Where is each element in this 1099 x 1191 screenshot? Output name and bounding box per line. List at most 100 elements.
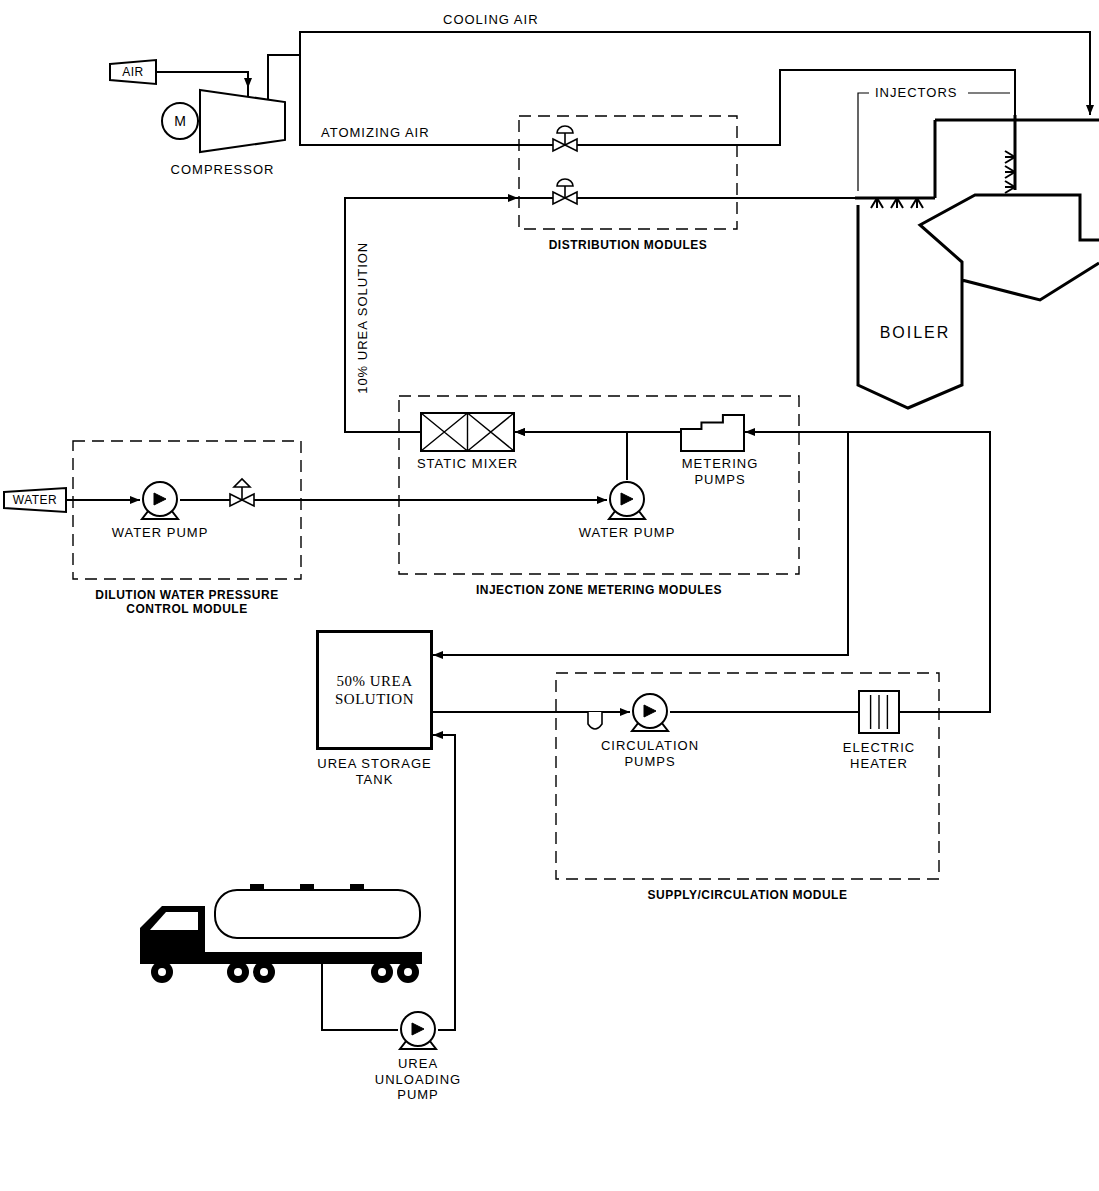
compressor-body	[200, 90, 285, 152]
pump-casing	[633, 694, 667, 728]
flow-label: 10% UREA SOLUTION	[355, 239, 371, 397]
leader-line	[858, 93, 869, 191]
source-label: WATER	[7, 493, 63, 507]
flow-arrow	[644, 705, 656, 717]
valve-stem	[241, 487, 243, 500]
pipe-connector	[433, 735, 455, 1030]
equipment-label: METERING PUMPS	[675, 456, 765, 487]
flow-arrow	[154, 493, 166, 505]
pump-casing	[401, 1012, 435, 1046]
mixer-element	[421, 413, 514, 451]
equipment-label: UREA UNLOADING PUMP	[363, 1056, 473, 1103]
heater-outline	[859, 691, 899, 733]
boiler-wall	[858, 120, 1099, 408]
equipment-label: STATIC MIXER	[415, 456, 520, 472]
unloading-hose	[322, 964, 398, 1030]
strainer	[588, 712, 602, 729]
pipe-connector	[268, 32, 1090, 115]
distribution-piping	[518, 145, 738, 198]
module-label: INJECTION ZONE METERING MODULES	[398, 583, 800, 597]
wheel-hub	[158, 968, 166, 976]
truck-wheel	[397, 961, 419, 983]
truck-wheel	[371, 961, 393, 983]
truck-hatch	[300, 884, 314, 891]
motor-letter: M	[162, 113, 198, 130]
valve-actuator	[234, 479, 250, 487]
tank-truck	[140, 884, 422, 1030]
pump-symbol-outline	[140, 480, 180, 520]
intake-outline	[110, 60, 156, 84]
pipe-connector	[268, 55, 518, 145]
pipe-connector	[515, 432, 627, 480]
truck-window	[150, 912, 198, 930]
storage-tank: 50% UREA SOLUTIONUREA STORAGE TANK	[316, 630, 433, 750]
pump-symbol: WATER PUMP	[607, 480, 647, 520]
boiler-label: BOILER	[865, 323, 965, 342]
truck-hatch	[350, 884, 364, 891]
intake-outline	[4, 488, 66, 512]
strainer-body	[588, 712, 602, 729]
equipment-label: WATER PUMP	[567, 525, 687, 541]
pump-symbol-outline	[630, 692, 670, 732]
storage-tank-outline	[316, 630, 433, 750]
leader-line	[968, 92, 1010, 93]
pipe-connector	[433, 432, 990, 712]
pipe	[518, 144, 738, 146]
control-valve	[553, 126, 577, 151]
truck-wheel	[253, 961, 275, 983]
truck-wheel	[151, 961, 173, 983]
pressure-valve	[230, 479, 254, 506]
wheel-hub	[378, 968, 386, 976]
boiler-outline	[855, 115, 1099, 410]
pipe	[518, 197, 738, 199]
module-label: SUPPLY/CIRCULATION MODULE	[555, 888, 940, 902]
module-box: STATIC MIXERMETERING PUMPSWATER PUMPINJE…	[398, 395, 800, 575]
compressor: MCOMPRESSOR	[160, 88, 285, 154]
module-box: CIRCULATION PUMPSELECTRIC HEATERSUPPLY/C…	[555, 672, 940, 880]
module-box: WATER PUMPDILUTION WATER PRESSURE CONTRO…	[72, 440, 302, 580]
valve-stem	[564, 186, 566, 198]
mixer-outline	[421, 413, 514, 451]
flow-label: COOLING AIR	[440, 12, 542, 28]
electric-heater-outline	[858, 690, 900, 734]
equipment-label: COMPRESSOR	[155, 162, 290, 178]
tank-outline	[318, 632, 432, 749]
control-valve	[553, 179, 577, 204]
pipe-connector	[156, 72, 248, 88]
flow-label: ATOMIZING AIR	[318, 125, 433, 141]
valve-actuator	[557, 126, 573, 133]
equipment-label: ELECTRIC HEATER	[834, 740, 924, 771]
valve-actuator	[557, 179, 573, 186]
electric-heater: ELECTRIC HEATER	[858, 690, 900, 734]
pump-symbol-outline	[398, 1010, 438, 1050]
module-label: DISTRIBUTION MODULES	[518, 238, 738, 252]
injector-header	[855, 115, 1015, 198]
injector-nozzle	[871, 151, 1015, 208]
truck-hatch	[250, 884, 264, 891]
metering-pump: METERING PUMPS	[680, 410, 745, 452]
intake-label: AIR	[113, 65, 153, 79]
flow-arrow	[621, 493, 633, 505]
equipment-label: WATER PUMP	[100, 525, 220, 541]
pipe-connector	[670, 711, 858, 713]
pipe-connector	[738, 70, 1015, 145]
static-mixer: STATIC MIXER	[420, 412, 515, 452]
metering-pump-outline	[680, 410, 745, 452]
module-box-outline	[518, 115, 738, 230]
pump-symbol-outline	[607, 480, 647, 520]
boiler: BOILER	[855, 115, 1099, 410]
module-label: DILUTION WATER PRESSURE CONTROL MODULE	[77, 588, 297, 617]
module-outline	[73, 441, 301, 579]
motor-circle	[162, 103, 198, 139]
metering-outline	[681, 415, 744, 451]
water-source: WATER	[4, 488, 66, 512]
pipe-connector	[345, 198, 518, 432]
pump-symbol: UREA UNLOADING PUMP	[398, 1010, 438, 1050]
pump-symbol: CIRCULATION PUMPS	[630, 692, 670, 732]
callout-label: INJECTORS	[872, 85, 960, 101]
pipe-connector	[745, 432, 990, 712]
truck-tank	[215, 890, 420, 938]
flow-arrow	[412, 1023, 424, 1035]
pump-symbol: WATER PUMP	[140, 480, 180, 520]
